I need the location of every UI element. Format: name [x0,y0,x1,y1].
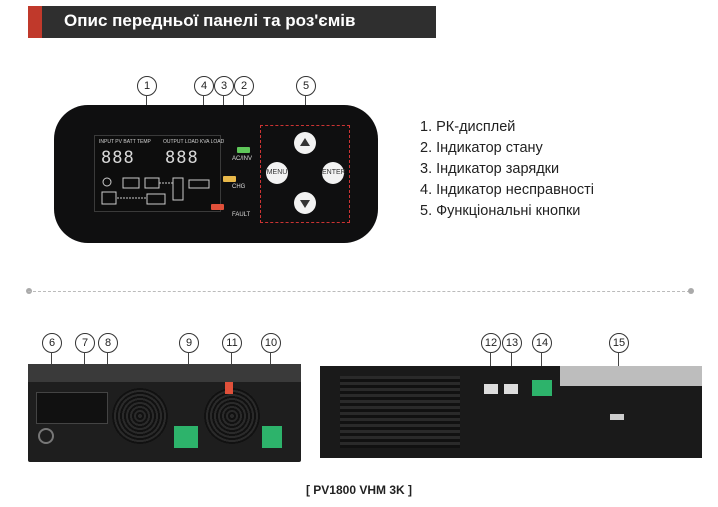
triangle-up-icon [300,138,310,146]
legend-item-5: 5. Функціональні кнопки [420,203,581,219]
cooling-fan-left [112,388,168,444]
callout-3: 3 [214,76,234,96]
fault-led [211,204,224,210]
enter-button[interactable]: ENTER [322,162,346,184]
front-panel: INPUT PV BATT TEMP OUTPUT LOAD KVA LOAD … [54,105,378,243]
separator-dot-right [688,288,694,294]
status-led-label: AC/INV [232,156,253,162]
pv-terminal[interactable] [174,426,198,448]
legend-item-3: 3. Індикатор зарядки [420,161,560,177]
callout-11: 11 [222,333,242,353]
dry-contact-terminal[interactable] [532,380,552,396]
legend-list: 1. РК-дисплей 2. Індикатор стану 3. Інди… [420,117,594,222]
status-led [237,147,250,153]
vent-grille [340,376,460,448]
battery-terminal[interactable] [262,426,282,448]
lcd-left-digits: 888 [101,148,135,168]
up-button[interactable] [294,132,316,154]
callout-1: 1 [137,76,157,96]
ground-screw [38,428,54,444]
lcd-output-label: OUTPUT LOAD KVA LOAD [163,139,225,145]
legend-item-1: 1. РК-дисплей [420,119,516,135]
rj45-port-12[interactable] [484,384,498,394]
callout-15: 15 [609,333,629,353]
model-caption: [ PV1800 VHM 3K ] [305,483,413,497]
lcd-display: INPUT PV BATT TEMP OUTPUT LOAD KVA LOAD … [94,135,225,212]
callout-6: 6 [42,333,62,353]
triangle-down-icon [300,200,310,208]
lcd-input-label: INPUT PV BATT TEMP [99,139,151,145]
dashed-separator [28,291,690,292]
lcd-right-digits: 888 [165,148,199,168]
charge-led [223,176,236,182]
legend-item-2: 2. Індикатор стану [420,140,543,156]
cooling-fan-right [204,388,260,444]
callout-7: 7 [75,333,95,353]
charge-led-label: CHG [232,184,246,190]
function-buttons-area: MENU ENTER [260,125,350,223]
inverter-side-view [320,366,702,458]
reset-switch[interactable] [225,382,233,394]
callout-10: 10 [261,333,281,353]
callout-4: 4 [194,76,214,96]
callout-9: 9 [179,333,199,353]
callout-8: 8 [98,333,118,353]
lcd-flow-diagram-icon [101,177,210,205]
unit-left-top-edge [28,364,301,382]
callout-12: 12 [481,333,501,353]
callout-2: 2 [234,76,254,96]
usb-port[interactable] [610,414,624,420]
down-button[interactable] [294,192,316,214]
rj45-port-13[interactable] [504,384,518,394]
callout-5: 5 [296,76,316,96]
section-header: Опис передньої панелі та роз'ємів [28,6,436,38]
fault-led-label: FAULT [232,212,251,218]
callout-14: 14 [532,333,552,353]
inverter-bottom-view [28,364,301,462]
section-title: Опис передньої панелі та роз'ємів [64,11,356,30]
legend-item-4: 4. Індикатор несправності [420,182,594,198]
menu-button[interactable]: MENU [266,162,288,184]
callout-13: 13 [502,333,522,353]
header-accent-bar [28,6,42,38]
breaker-block [36,392,108,424]
unit-right-top-edge [560,366,702,386]
